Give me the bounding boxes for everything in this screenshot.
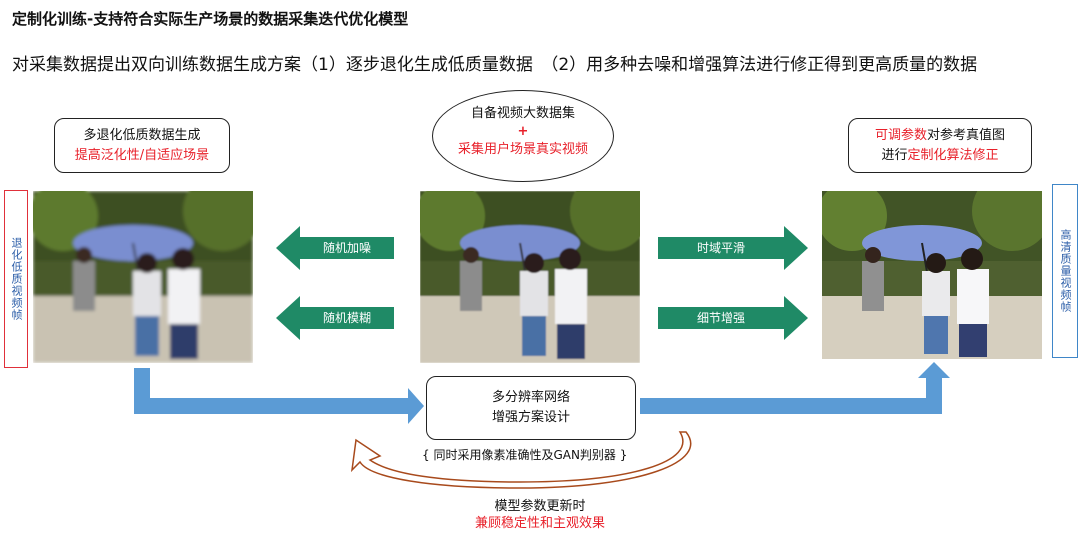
blue-arrow-left — [134, 368, 424, 424]
network-design-box: 多分辨率网络 增强方案设计 — [426, 376, 636, 440]
correction-box-line1-rest: 对参考真值图 — [927, 128, 1006, 143]
network-box-line1: 多分辨率网络 — [491, 390, 570, 405]
correction-box-line2: 进行定制化算法修正 — [849, 146, 1031, 166]
left-side-label: 退化低质视频帧 — [10, 237, 23, 321]
bottom-note-line1: 模型参数更新时 — [494, 499, 586, 514]
correction-box-line1: 可调参数对参考真值图 — [849, 126, 1031, 146]
random-blur-label: 随机模糊 — [322, 311, 371, 325]
page-title: 定制化训练-支持符合实际生产场景的数据采集迭代优化模型 — [12, 10, 409, 28]
degradation-box-line1: 多退化低质数据生成 — [83, 128, 201, 143]
degraded-frame-image — [33, 191, 253, 363]
temporal-smoothing-arrow: 时域平滑 — [658, 226, 808, 270]
correction-box-line2-pre: 进行 — [881, 148, 908, 163]
page-subtitle: 对采集数据提出双向训练数据生成方案（1）逐步退化生成低质量数据 （2）用多种去噪… — [12, 55, 978, 75]
dataset-ellipse: 自备视频大数据集 + 采集用户场景真实视频 — [432, 90, 614, 182]
correction-box-line2-red: 定制化算法修正 — [907, 148, 999, 163]
detail-enhancement-label: 细节增强 — [696, 311, 745, 325]
detail-enhancement-arrow: 细节增强 — [658, 296, 808, 340]
right-side-label-box: 高清质量视频帧 — [1052, 184, 1078, 358]
right-side-label: 高清质量视频帧 — [1059, 229, 1072, 313]
blue-arrow-right — [640, 362, 950, 414]
degradation-box-line2: 提高泛化性/自适应场景 — [74, 148, 210, 163]
left-side-label-box: 退化低质视频帧 — [4, 190, 28, 368]
temporal-smoothing-label: 时域平滑 — [696, 241, 745, 255]
dataset-ellipse-line2: 采集用户场景真实视频 — [457, 142, 588, 157]
correction-box-line1-red: 可调参数 — [874, 128, 927, 143]
brown-feedback-arrow — [350, 431, 692, 489]
add-noise-label: 随机加噪 — [322, 241, 371, 255]
correction-box: 可调参数对参考真值图 进行定制化算法修正 — [848, 118, 1032, 173]
enhanced-frame-image — [822, 191, 1042, 359]
gan-note: { 同时采用像素准确性及GAN判别器 } — [422, 448, 628, 462]
bottom-note-line2: 兼顾稳定性和主观效果 — [474, 516, 605, 531]
dataset-ellipse-line1: 自备视频大数据集 — [470, 106, 575, 121]
random-blur-arrow: 随机模糊 — [276, 296, 394, 340]
add-noise-arrow: 随机加噪 — [276, 226, 394, 270]
original-frame-image — [420, 191, 640, 363]
degradation-box: 多退化低质数据生成 提高泛化性/自适应场景 — [54, 118, 230, 173]
plus-sign: + — [517, 124, 529, 139]
bottom-note: 模型参数更新时 兼顾稳定性和主观效果 — [440, 498, 640, 532]
network-box-line2: 增强方案设计 — [491, 410, 570, 425]
